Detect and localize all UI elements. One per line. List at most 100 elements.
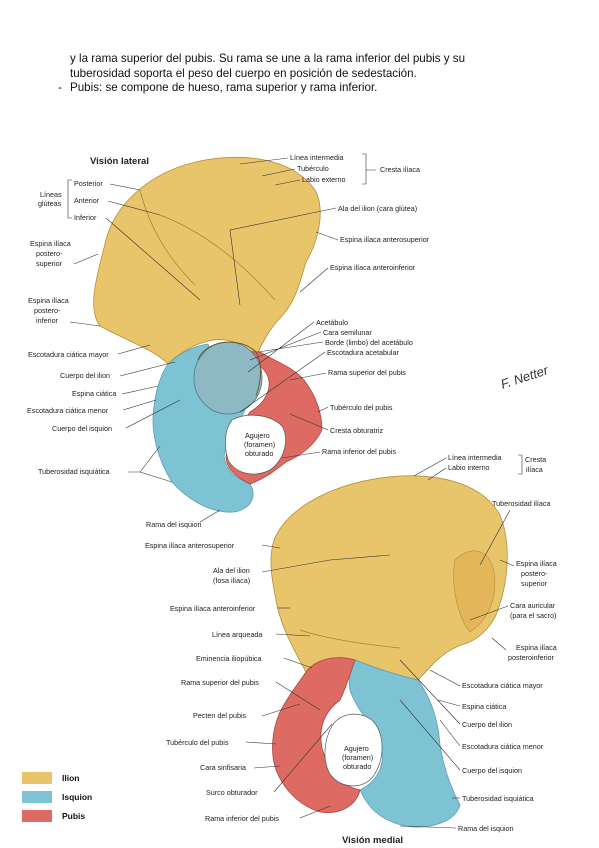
medial-label-rama-inf-pubis: Rama inferior del pubis (205, 814, 279, 823)
leader-cuerpo-ilion (119, 361, 176, 377)
medial-pubis-shape (272, 657, 361, 813)
label-inferior: Inferior (74, 213, 97, 222)
legend-label-pubis: Pubis (62, 810, 86, 821)
medial-leader-escotadura-menor (439, 719, 461, 747)
label-eips-3: superior (36, 259, 63, 268)
medial-label-cuerpo-isquion: Cuerpo del isquion (462, 766, 522, 775)
medial-leader-cara-sinfisaria (253, 765, 281, 769)
medial-leader-escotadura-mayor (429, 669, 461, 687)
bullet-text: Pubis: se compone de hueso, rama superio… (70, 81, 378, 94)
leaders-crest (239, 157, 301, 186)
label-posterior: Posterior (74, 179, 103, 188)
legend-swatch-isquion (22, 790, 52, 803)
medial-leader-rama-inf-pubis (299, 805, 331, 819)
lateral-ilion-shape (93, 156, 321, 365)
legend-item-pubis: Pubis (22, 806, 92, 825)
label-borde: Borde (limbo) del acetábulo (325, 338, 413, 347)
leaders-acetabulum (239, 321, 326, 413)
medial-label-escotadura-menor: Escotadura ciática menor (462, 742, 544, 751)
label-eiai: Espina ilíaca anteroinferior (330, 263, 416, 272)
legend: Ilion Isquion Pubis (22, 768, 92, 825)
lateral-bone (93, 156, 323, 513)
medial-ear-surface (453, 550, 496, 633)
medial-label-tuberculo-pubis: Tubérculo del pubis (166, 738, 229, 747)
label-cresta-iliaca: Cresta ilíaca (380, 165, 420, 174)
medial-label-eias: Espina ilíaca anterosuperior (145, 541, 235, 550)
medial-leader-ala (261, 554, 391, 573)
lateral-gluteal-line-posterior (139, 189, 196, 286)
leader-eipi (69, 321, 101, 327)
medial-label-linea-arqueada: Línea arqueada (212, 630, 262, 639)
medial-label-iliaca: ilíaca (526, 465, 543, 474)
label-eips-2: postero- (36, 249, 63, 258)
label-eipi-3: inferior (36, 316, 59, 325)
label-rama-isquion: Rama del isquion (146, 520, 202, 529)
medial-leader-linea-arqueada (275, 633, 311, 637)
label-anterior: Anterior (74, 196, 100, 205)
lateral-acetabulum-rim (197, 341, 261, 397)
medial-label-espina-ciatica: Espina ciática (462, 702, 506, 711)
leader-eips (73, 253, 99, 265)
medial-brace-cresta (518, 454, 523, 475)
medial-leaders-crest (413, 457, 447, 481)
legend-swatch-pubis (22, 809, 52, 822)
leader-tuberosidad-isquiatica (128, 445, 173, 483)
lateral-obturator-foramen (225, 414, 286, 475)
medial-label-agujero-1: Agujero (344, 744, 369, 753)
lateral-gluteal-line-anterior (159, 214, 276, 301)
label-espina-ciatica: Espina ciática (72, 389, 116, 398)
label-tuberculo-pubis: Tubérculo del pubis (330, 403, 393, 412)
leader-eias (315, 231, 339, 241)
intro-line-2: tuberosidad soporta el peso del cuerpo e… (70, 66, 417, 80)
label-linea-intermedia: Línea intermedia (290, 153, 344, 162)
label-gluteas: glúteas (38, 199, 62, 208)
label-eipi-1: Espina ilíaca (28, 296, 69, 305)
label-labio-externo: Labio externo (302, 175, 346, 184)
medial-label-cara-auricular-2: (para el sacro) (510, 611, 556, 620)
intro-text: y la rama superior del pubis. Su rama se… (58, 52, 558, 96)
brace-cresta-iliaca (362, 153, 376, 185)
leader-espina-ciatica (121, 385, 159, 395)
medial-arcuate-line (299, 629, 401, 649)
netter-signature: F. Netter (499, 362, 551, 392)
medial-title: Visión medial (342, 835, 403, 846)
medial-leader-cara-auricular (469, 605, 509, 621)
label-rama-sup-pubis: Rama superior del pubis (328, 368, 406, 377)
leader-ala-ilion (229, 207, 337, 306)
label-tuberosidad-isquiatica: Tuberosidad isquiática (38, 467, 110, 476)
bullet-dash: - (58, 81, 62, 94)
label-lineas: Líneas (40, 190, 62, 199)
medial-leader-espina-ciatica (437, 699, 461, 707)
medial-leader-eminencia (283, 657, 313, 669)
medial-label-ala-1: Ala del ilion (213, 566, 250, 575)
leader-cuerpo-isquion (125, 399, 181, 429)
medial-label-cuerpo-ilion: Cuerpo del ilion (462, 720, 512, 729)
bullet-pubis: - Pubis: se compone de hueso, rama super… (58, 81, 558, 96)
medial-leader-eipi (491, 637, 507, 651)
medial-label-linea-intermedia: Línea intermedia (448, 453, 502, 462)
leader-escotadura-menor (122, 399, 157, 411)
label-eips-1: Espina ilíaca (30, 239, 71, 248)
medial-label-eiai: Espina ilíaca anteroinferior (170, 604, 256, 613)
medial-obturator-foramen (324, 713, 383, 787)
label-agujero-2: (foramen) (244, 440, 275, 449)
medial-label-cara-auricular-1: Cara auricular (510, 601, 556, 610)
lateral-title: Visión lateral (90, 156, 149, 167)
medial-label-tuberosidad-iliaca: Tuberosidad ilíaca (492, 499, 550, 508)
leader-rama-inf-pubis (281, 451, 321, 459)
leader-escotadura-mayor (117, 344, 151, 355)
lateral-acetabulum (193, 341, 263, 415)
medial-label-cresta: Cresta (525, 455, 546, 464)
legend-label-ilion: Ilion (62, 772, 80, 783)
medial-leader-eips (499, 559, 515, 567)
medial-label-ala-2: (fosa ilíaca) (213, 576, 250, 585)
medial-label-labio-interno: Labio interno (448, 463, 490, 472)
medial-label-agujero-2: (foramen) (342, 753, 373, 762)
leader-rama-isquion (199, 509, 221, 523)
medial-leader-cuerpo-ilion (399, 659, 461, 725)
leader-cresta-obturatriz (289, 413, 329, 431)
medial-leader-tuberculo-pubis (245, 741, 277, 745)
legend-item-ilion: Ilion (22, 768, 92, 787)
medial-label-escotadura-mayor: Escotadura ciática mayor (462, 681, 543, 690)
